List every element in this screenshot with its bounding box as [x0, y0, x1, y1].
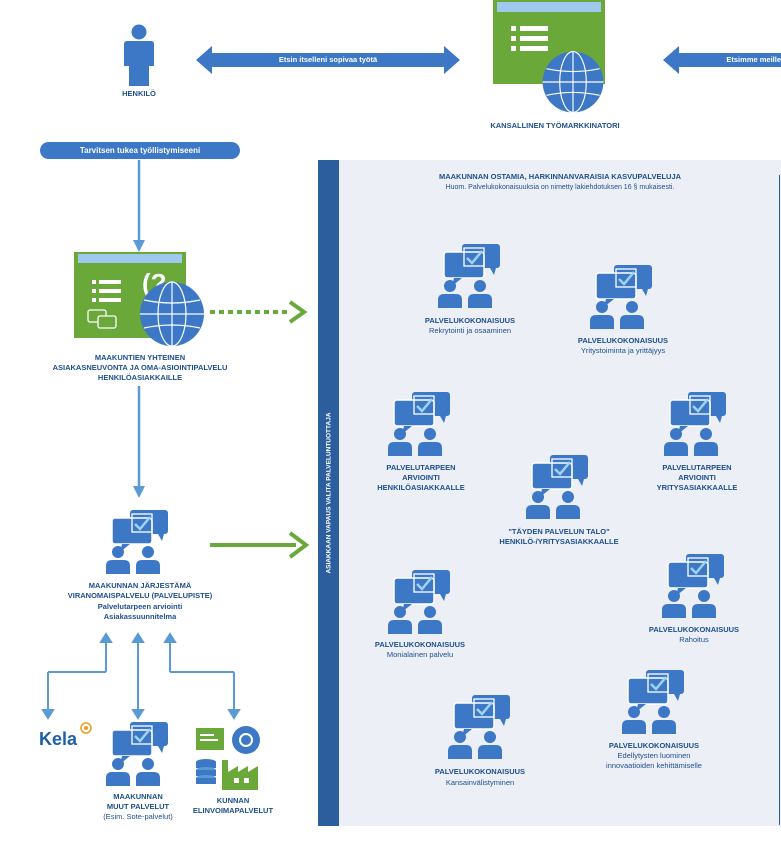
service-innovation-icon	[620, 668, 686, 736]
authority-line1: MAAKUNNAN JÄRJESTÄMÄ	[88, 581, 192, 590]
service-full-house-l2: HENKILÖ-/YRITYSASIAKKAALLE	[499, 537, 619, 546]
service-multidisciplinary-icon	[386, 568, 452, 636]
advisory-icon: (?	[74, 252, 205, 346]
authority-icon	[104, 508, 170, 576]
other-line2: MUUT PALVELUT	[106, 802, 170, 811]
growth-services-panel	[318, 160, 781, 826]
service-assessment-company-l1: PALVELUTARPEEN	[662, 463, 732, 472]
arrow-down-1	[133, 160, 145, 252]
support-banner: Tarvitsen tukea työllistymiseeni	[40, 142, 240, 159]
service-multidisciplinary-title: PALVELUKOKONAISUUS	[374, 640, 466, 649]
person-label: HENKILÖ	[122, 89, 156, 98]
service-recruitment-sub: Rekrytointi ja osaaminen	[428, 326, 512, 335]
service-assessment-person-l2: ARVIOINTI	[402, 473, 440, 482]
panel-note: Huom. Palvelukokonaisuuksia on nimetty l…	[445, 184, 675, 191]
service-entrepreneurship-title: PALVELUKOKONAISUUS	[577, 336, 669, 345]
vertical-label: ASIAKKAAN VAPAUS VALITA PALVELUNTUOTTAJA	[325, 412, 332, 574]
service-innovation-l2: Edellytysten luominen	[617, 751, 691, 760]
service-funding-title: PALVELUKOKONAISUUS	[648, 625, 740, 634]
factory-icon	[222, 760, 258, 790]
service-multidisciplinary-sub: Monialainen palvelu	[386, 650, 454, 659]
solid-arrow	[210, 531, 310, 559]
municipal-line2: ELINVOIMAPALVELUT	[192, 806, 274, 815]
person-icon	[124, 24, 154, 86]
service-international-title: PALVELUKOKONAISUUS	[434, 767, 526, 776]
panel-right-border	[779, 175, 780, 825]
kela-mark-icon	[80, 722, 92, 734]
service-recruitment-title: PALVELUKOKONAISUUS	[424, 316, 516, 325]
arrow-down-2	[133, 386, 145, 498]
dotted-arrow	[210, 300, 308, 324]
other-services-icon	[104, 720, 170, 788]
service-innovation-title: PALVELUKOKONAISUUS	[608, 741, 700, 750]
service-international-icon	[446, 693, 512, 761]
municipal-icon	[196, 726, 260, 790]
service-assessment-company-l2: ARVIOINTI	[678, 473, 716, 482]
kela-logo: Kela	[39, 729, 78, 749]
search-employees-arrow	[663, 46, 781, 74]
service-recruitment-icon	[436, 242, 502, 310]
authority-line4: Asiakassuunnitelma	[103, 612, 177, 621]
coins-icon	[196, 759, 216, 784]
advisory-line2: ASIAKASNEUVONTA JA OMA-ASIOINTIPALVELU	[52, 363, 228, 372]
search-job-arrow	[196, 46, 460, 74]
bottom-connectors	[41, 632, 241, 720]
advisory-line1: MAAKUNTIEN YHTEINEN	[94, 353, 186, 362]
search-job-label: Etsin itselleni sopivaa työtä	[278, 55, 378, 64]
service-assessment-person-icon	[386, 390, 452, 458]
service-funding-sub: Rahoitus	[679, 635, 709, 644]
authority-line2: VIRANOMAISPALVELU (PALVELUPISTE)	[67, 591, 213, 600]
service-assessment-person-l3: HENKILÖASIAKKAALLE	[377, 483, 465, 492]
vertical-strip	[318, 160, 339, 826]
service-funding-icon	[660, 552, 726, 620]
marketplace-label: KANSALLINEN TYÖMARKKINATORI	[490, 121, 620, 130]
marketplace-icon	[493, 0, 605, 113]
other-line1: MAAKUNNAN	[113, 792, 163, 801]
service-entrepreneurship-icon	[588, 263, 654, 331]
other-line3: (Esim. Sote-palvelut)	[103, 812, 173, 821]
municipal-line1: KUNNAN	[216, 796, 250, 805]
service-entrepreneurship-sub: Yritystoiminta ja yrittäjyys	[580, 346, 666, 355]
service-assessment-company-l3: YRITYSASIAKKAALLE	[656, 483, 738, 492]
service-full-house-l1: "TÄYDEN PALVELUN TALO"	[508, 527, 610, 536]
service-assessment-company-icon	[662, 390, 728, 458]
panel-title: MAAKUNNAN OSTAMIA, HARKINNANVARAISIA KAS…	[438, 172, 682, 181]
service-full-house-icon	[524, 453, 590, 521]
advisory-line3: HENKILÖASIAKKAILLE	[97, 373, 183, 382]
service-assessment-person-l1: PALVELUTARPEEN	[386, 463, 456, 472]
service-international-sub: Kansainvälistyminen	[445, 778, 515, 787]
authority-line3: Palvelutarpeen arviointi	[97, 602, 183, 611]
search-employees-label: Etsimme meille	[726, 55, 781, 64]
service-innovation-l3: innovaatioiden kehittämiselle	[606, 761, 702, 770]
